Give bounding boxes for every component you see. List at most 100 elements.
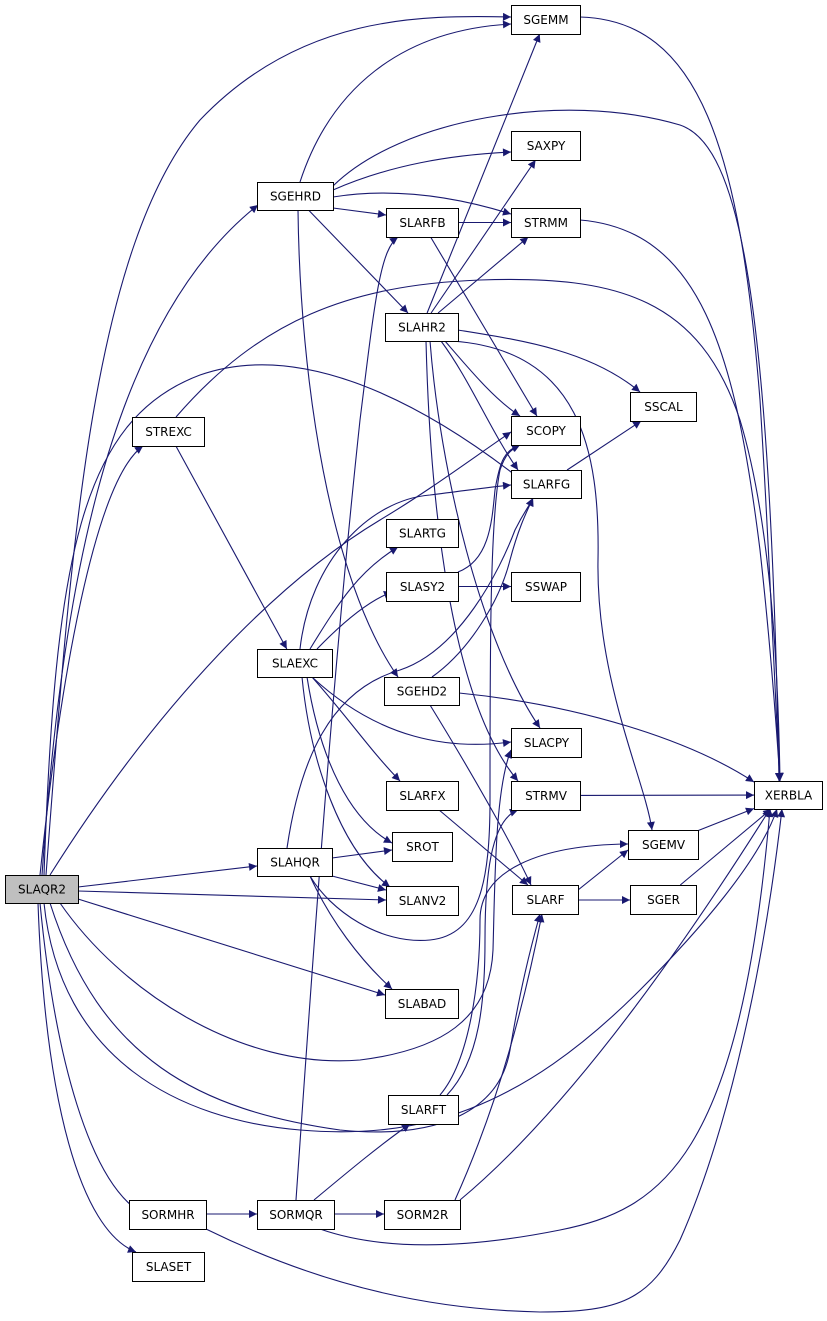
- node-box: [512, 885, 579, 915]
- node-sger[interactable]: SGER: [630, 885, 697, 915]
- edge-sgehrd-to-strmm: [332, 192, 512, 216]
- node-box: [257, 182, 334, 211]
- node-label: SLASET: [146, 1260, 192, 1274]
- edge-slaqr2-to-slanv2: [77, 890, 387, 904]
- node-label: SLACPY: [524, 736, 570, 750]
- node-strmv[interactable]: STRMV: [511, 781, 581, 811]
- edge-slaqr2-to-slahqr: [77, 862, 258, 888]
- node-sgemv[interactable]: SGEMV: [628, 830, 699, 860]
- node-label: SLARFG: [523, 478, 570, 492]
- node-box: [628, 830, 699, 860]
- node-label: SSWAP: [525, 580, 567, 594]
- node-slartg[interactable]: SLARTG: [386, 519, 459, 548]
- node-label: SORM2R: [397, 1208, 449, 1222]
- node-sscal[interactable]: SSCAL: [630, 392, 697, 422]
- node-slanv2[interactable]: SLANV2: [386, 886, 459, 916]
- edge-sgehrd-to-sgehd2: [297, 209, 399, 678]
- edge-slaexc-to-slartg: [309, 546, 399, 650]
- edge-strexc-to-slaexc: [175, 445, 288, 650]
- node-slarfb[interactable]: SLARFB: [386, 208, 459, 238]
- node-slaqr2[interactable]: SLAQR2: [5, 875, 79, 904]
- edge-slaqr2-to-slarfg: [43, 364, 525, 876]
- node-label: SCOPY: [526, 424, 566, 438]
- node-strmm[interactable]: STRMM: [511, 208, 581, 238]
- node-box: [385, 989, 459, 1019]
- edge-slaexc-to-srot: [306, 676, 393, 844]
- node-box: [384, 677, 460, 706]
- edge-slaqr2-to-slaset: [37, 902, 137, 1253]
- node-box: [257, 1200, 335, 1230]
- node-box: [511, 416, 581, 446]
- node-box: [754, 781, 823, 810]
- node-slahr2[interactable]: SLAHR2: [385, 313, 459, 342]
- node-sorm2r[interactable]: SORM2R: [384, 1200, 461, 1230]
- node-sgehrd[interactable]: SGEHRD: [257, 182, 334, 211]
- node-scopy[interactable]: SCOPY: [511, 416, 581, 446]
- node-saxpy[interactable]: SAXPY: [511, 131, 581, 161]
- node-layer: SLAQR2 SGEMM SAXPY SGEHRD SLARFB STRMM SLAHR2S…: [5, 5, 823, 1282]
- edge-sormqr-to-slarft: [313, 1123, 411, 1201]
- edge-sgehd2-to-slarfg: [431, 497, 534, 678]
- node-sgemm[interactable]: SGEMM: [511, 5, 581, 35]
- node-label: SLAHR2: [398, 321, 446, 335]
- node-label: SGEHD2: [397, 685, 447, 699]
- edge-slaqr2-to-scopy: [49, 431, 512, 876]
- node-box: [388, 1095, 459, 1125]
- node-slaset[interactable]: SLASET: [132, 1252, 205, 1282]
- edge-slarfx-to-slarf: [438, 809, 529, 886]
- node-slasy2[interactable]: SLASY2: [386, 572, 459, 602]
- node-sormhr[interactable]: SORMHR: [129, 1200, 207, 1230]
- edge-slahr2-to-slacpy: [429, 340, 541, 729]
- node-slarf[interactable]: SLARF: [512, 885, 579, 915]
- edge-slahr2-to-sscal: [457, 329, 641, 393]
- node-sgehd2[interactable]: SGEHD2: [384, 677, 460, 706]
- edge-slaqr2-to-sormhr: [39, 902, 141, 1213]
- node-label: STRMM: [524, 216, 568, 230]
- node-box: [386, 572, 459, 602]
- node-box: [386, 519, 459, 548]
- node-label: SGEMM: [523, 13, 568, 27]
- node-box: [257, 649, 333, 678]
- edge-sgehrd-to-slarfb: [332, 207, 387, 218]
- edge-slaqr2-to-sgehrd: [41, 204, 259, 876]
- node-slarfx[interactable]: SLARFX: [386, 781, 459, 811]
- node-box: [511, 131, 581, 161]
- edge-sger-to-xerbla: [679, 808, 772, 886]
- node-box: [511, 208, 581, 238]
- edge-slaqr2-to-slacpy: [59, 749, 512, 1062]
- node-label: SGEMV: [642, 838, 686, 852]
- node-label: SLASY2: [400, 580, 445, 594]
- node-box: [129, 1200, 207, 1230]
- edge-sorm2r-to-xerbla: [459, 808, 771, 1201]
- node-slarft[interactable]: SLARFT: [388, 1095, 459, 1125]
- node-slahqr[interactable]: SLAHQR: [257, 848, 333, 877]
- edge-sormhr-to-xerbla: [205, 808, 786, 1313]
- node-slaexc[interactable]: SLAEXC: [257, 649, 333, 678]
- edge-slaqr2-to-strexc: [39, 445, 144, 876]
- node-srot[interactable]: SROT: [392, 832, 453, 862]
- node-slabad[interactable]: SLABAD: [385, 989, 459, 1019]
- node-xerbla[interactable]: XERBLA: [754, 781, 823, 810]
- node-label: SLAHQR: [270, 856, 320, 870]
- edge-strexc-to-xerbla: [175, 278, 784, 782]
- node-slacpy[interactable]: SLACPY: [511, 728, 582, 758]
- node-strexc[interactable]: STREXC: [132, 417, 205, 447]
- node-label: SLARF: [526, 893, 564, 907]
- node-box: [385, 313, 459, 342]
- node-box: [386, 886, 459, 916]
- node-box: [511, 781, 581, 811]
- node-sormqr[interactable]: SORMQR: [257, 1200, 335, 1230]
- edge-slahr2-to-sgemv: [451, 340, 655, 831]
- node-label: SROT: [406, 840, 439, 854]
- edge-slahr2-to-scopy: [444, 340, 521, 417]
- node-slarfg[interactable]: SLARFG: [511, 470, 582, 499]
- node-label: STRMV: [525, 789, 568, 803]
- node-label: SLANV2: [399, 894, 447, 908]
- edge-slarft-to-sgemv: [439, 840, 629, 1096]
- node-sswap[interactable]: SSWAP: [511, 572, 581, 602]
- edge-slarf-to-sgemv: [577, 849, 629, 891]
- node-box: [5, 875, 79, 904]
- edge-sorm2r-to-slarf: [454, 913, 545, 1201]
- edge-sgehrd-to-xerbla: [332, 109, 783, 782]
- node-box: [630, 392, 697, 422]
